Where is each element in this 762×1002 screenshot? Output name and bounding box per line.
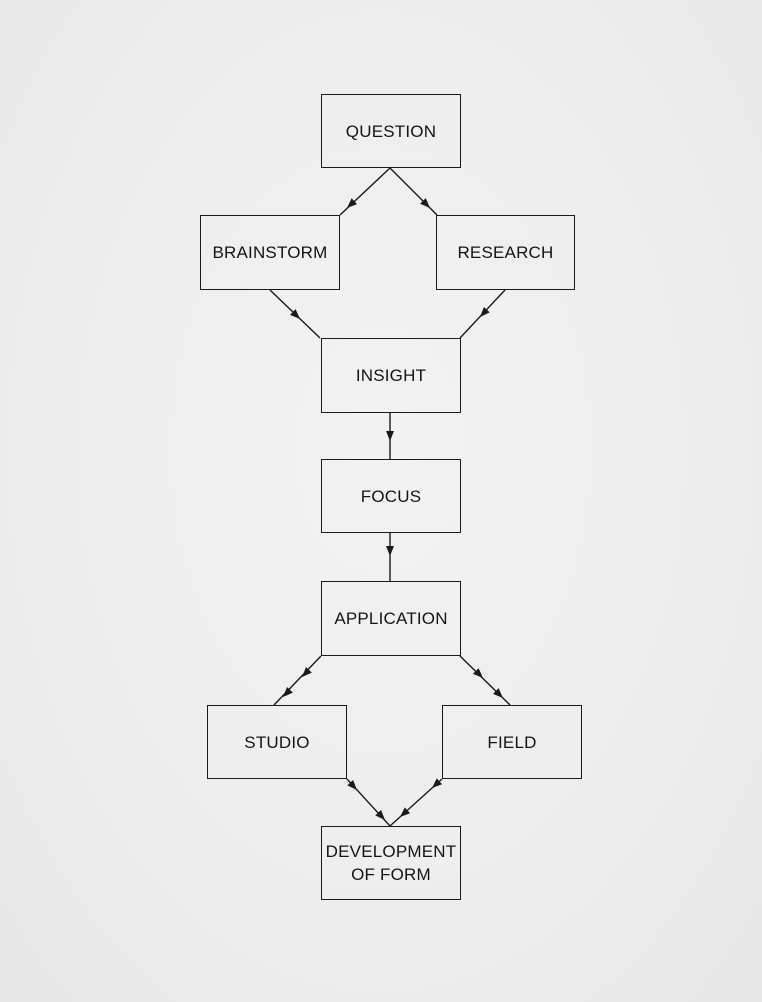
edge-brainstorm-insight — [269, 289, 321, 339]
arrowhead-icon — [375, 809, 385, 820]
node-application: APPLICATION — [321, 581, 461, 656]
edge-research-insight — [459, 289, 506, 339]
node-application-label: APPLICATION — [334, 609, 448, 628]
edge-studio-development — [346, 778, 391, 827]
arrowhead-icon — [493, 688, 503, 698]
edge-question-brainstorm — [339, 167, 391, 216]
arrowhead-icon — [347, 779, 357, 790]
node-research: RESEARCH — [436, 215, 575, 290]
arrowhead-icon — [283, 687, 293, 697]
arrowhead-icon — [400, 807, 411, 817]
node-field: FIELD — [442, 705, 582, 779]
arrowhead-icon — [290, 309, 300, 319]
node-insight: INSIGHT — [321, 338, 461, 413]
node-research-label: RESEARCH — [457, 243, 554, 262]
node-development-label-line1: DEVELOPMENT — [325, 842, 457, 861]
node-brainstorm: BRAINSTORM — [200, 215, 340, 290]
node-focus-label: FOCUS — [360, 486, 422, 506]
node-focus: FOCUS — [321, 459, 461, 533]
node-studio: STUDIO — [207, 705, 347, 779]
arrowhead-icon — [302, 667, 312, 677]
arrowhead-icon — [386, 431, 394, 441]
edge-question-research — [389, 167, 438, 216]
node-insight-label: INSIGHT — [355, 366, 427, 385]
arrowhead-icon — [480, 306, 490, 317]
node-development-label-line2: OF FORM — [351, 865, 431, 884]
node-development-of-form: DEVELOPMENT OF FORM — [321, 826, 461, 900]
node-question-label: QUESTION — [345, 121, 437, 141]
node-question: QUESTION — [321, 94, 461, 168]
edge-application-studio — [273, 655, 322, 706]
edge-focus-application — [386, 533, 394, 581]
arrowhead-icon — [432, 778, 443, 788]
node-brainstorm-label: BRAINSTORM — [212, 243, 328, 262]
edge-insight-focus — [386, 413, 394, 459]
arrowhead-icon — [473, 668, 483, 678]
node-field-label: FIELD — [487, 732, 537, 752]
arrowhead-icon — [420, 198, 430, 208]
edge-field-development — [389, 778, 443, 827]
arrowhead-icon — [386, 546, 394, 556]
node-studio-label: STUDIO — [244, 732, 310, 752]
edge-application-field — [459, 655, 511, 706]
arrowhead-icon — [347, 198, 358, 208]
